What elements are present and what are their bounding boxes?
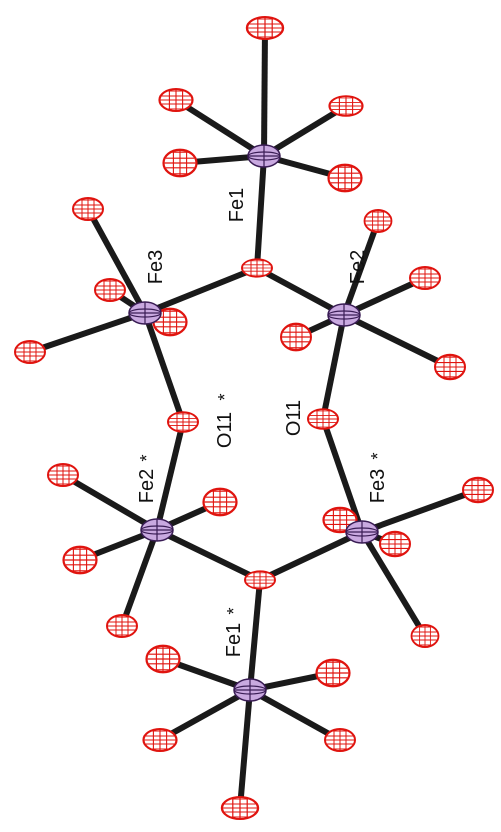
label-fe2: Fe2 bbox=[347, 250, 369, 284]
oxygen-atom bbox=[158, 87, 194, 113]
oxygen-atom bbox=[167, 411, 199, 433]
oxygen-atom bbox=[202, 487, 238, 517]
oxygen-atom bbox=[328, 94, 364, 118]
bond bbox=[237, 689, 253, 809]
bond bbox=[155, 527, 262, 583]
oxygen-atom bbox=[62, 545, 98, 575]
bond bbox=[320, 418, 365, 533]
oxygen-atom bbox=[145, 644, 181, 674]
bond bbox=[255, 265, 346, 318]
bond bbox=[119, 528, 160, 628]
bond bbox=[258, 529, 364, 583]
oxygen-atom bbox=[244, 570, 276, 590]
bond bbox=[360, 487, 480, 535]
bond bbox=[154, 421, 186, 531]
bond bbox=[261, 27, 268, 157]
label-fe2-star-asterisk: * bbox=[137, 454, 157, 461]
label-o11-star-asterisk: * bbox=[215, 393, 235, 400]
oxygen-atom bbox=[245, 15, 285, 41]
bond bbox=[247, 579, 263, 691]
iron-atom-fe2-star bbox=[140, 518, 174, 542]
label-fe3-star: Fe3 bbox=[367, 469, 389, 503]
bond bbox=[158, 687, 252, 743]
bond bbox=[341, 219, 381, 317]
label-o11-star: O11 bbox=[214, 412, 236, 448]
iron-atoms bbox=[128, 144, 379, 702]
oxygen-atom bbox=[363, 209, 393, 233]
label-fe1-star-asterisk: * bbox=[224, 607, 244, 614]
iron-atom-fe3-star bbox=[345, 520, 379, 544]
oxygen-atom bbox=[72, 197, 104, 221]
bond bbox=[85, 207, 148, 315]
bond bbox=[248, 687, 342, 743]
oxygen-atom bbox=[433, 353, 467, 381]
bond bbox=[254, 155, 267, 269]
bond bbox=[174, 97, 266, 159]
label-fe3: Fe3 bbox=[145, 250, 167, 284]
bond bbox=[142, 312, 186, 423]
oxygen-atom bbox=[324, 728, 356, 752]
iron-atom-fe3 bbox=[128, 301, 162, 325]
bond bbox=[61, 472, 159, 533]
oxygen-atom bbox=[220, 795, 260, 821]
label-fe2-star: Fe2 bbox=[136, 469, 158, 503]
iron-atom-fe1 bbox=[247, 144, 281, 168]
iron-atom-fe1-star bbox=[233, 678, 267, 702]
bond bbox=[143, 265, 259, 316]
oxygen-atom bbox=[106, 614, 138, 638]
bond bbox=[29, 310, 146, 355]
label-o11: O11 bbox=[283, 400, 305, 436]
oxygen-atom bbox=[241, 258, 273, 278]
oxygen-atom bbox=[307, 408, 339, 430]
bonds bbox=[29, 27, 480, 809]
label-fe1-star: Fe1 bbox=[223, 623, 245, 657]
oxygen-atom bbox=[327, 163, 363, 193]
oxygen-atom bbox=[47, 463, 79, 487]
oxygen-atom bbox=[315, 658, 351, 688]
oxygen-atom bbox=[410, 624, 440, 648]
label-fe1: Fe1 bbox=[226, 188, 248, 222]
iron-atom-fe2 bbox=[327, 303, 361, 327]
label-fe3-star-asterisk: * bbox=[368, 452, 388, 459]
oxygen-atom bbox=[94, 278, 126, 302]
atom-labels: Fe1 Fe3 Fe2 O11 * O11 Fe2 * Fe3 * Fe1 * bbox=[136, 188, 389, 657]
oxygen-atom bbox=[409, 266, 441, 290]
bond bbox=[342, 312, 452, 370]
oxygen-atom bbox=[14, 340, 46, 364]
oxygen-atom bbox=[461, 476, 495, 504]
oxygen-atom bbox=[142, 727, 178, 753]
oxygen-atom bbox=[279, 322, 313, 352]
bond bbox=[359, 530, 428, 638]
bond bbox=[320, 314, 347, 420]
oxygen-atom bbox=[162, 148, 198, 178]
bond bbox=[262, 103, 348, 159]
oxygen-atom bbox=[378, 530, 412, 558]
